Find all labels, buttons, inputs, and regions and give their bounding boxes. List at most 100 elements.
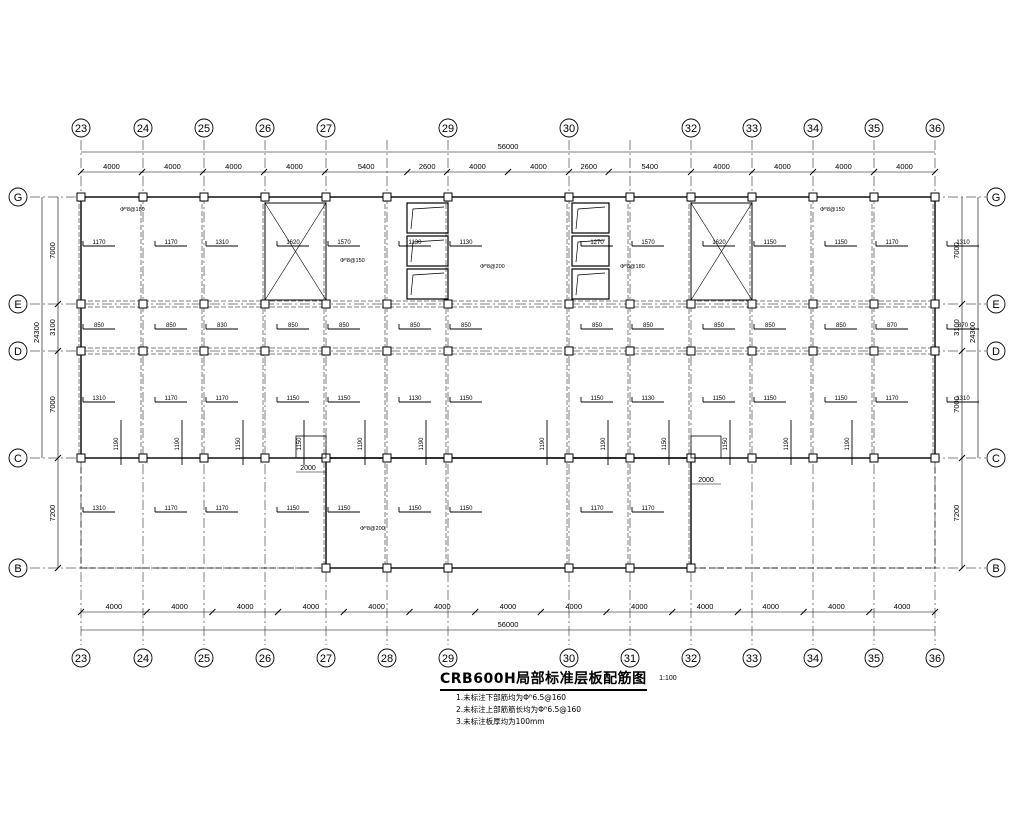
column-28-D bbox=[382, 346, 392, 356]
dim-bottom-spans-tick-3 bbox=[340, 608, 348, 616]
column-33-E bbox=[747, 299, 757, 309]
column-30-E bbox=[564, 299, 574, 309]
axis-top-34-circle bbox=[803, 118, 823, 138]
column-32-D bbox=[686, 346, 696, 356]
opening-dim-right: 2000 bbox=[698, 477, 714, 484]
shaft-opening-1 bbox=[264, 202, 327, 301]
rebar-upper-label-12: 1170 bbox=[886, 240, 900, 246]
axis-bottom-35-label: 35 bbox=[868, 653, 880, 665]
axis-bottom-29-label: 29 bbox=[442, 653, 454, 665]
rebar-upper-label-5: 1130 bbox=[409, 240, 423, 246]
dim-bottom-spans-tick-5 bbox=[471, 608, 479, 616]
dim-top-spans-tick-1 bbox=[199, 168, 207, 176]
rebar-vertical-label-3: 1150 bbox=[297, 437, 303, 451]
column-31-G bbox=[625, 192, 635, 202]
axis-bottom-36-label: 36 bbox=[929, 653, 941, 665]
rebar-middle-label-4: 850 bbox=[339, 323, 350, 329]
column-26-D bbox=[260, 346, 270, 356]
dim-left-spans-value-2: 7000 bbox=[48, 396, 57, 413]
note-1: 1.未标注下部筋均为Φᴿ6.5@160 bbox=[456, 693, 567, 702]
rebar-upper-label-10: 1150 bbox=[764, 240, 778, 246]
axis-right-G-label: G bbox=[992, 192, 1001, 204]
rebar-lower-label-2: 1170 bbox=[216, 396, 230, 402]
rebar-lower-label-8: 1130 bbox=[642, 396, 656, 402]
dim-bottom-spans-value-7: 4000 bbox=[565, 602, 582, 611]
slab-tag-0: Φᴿ8@180 bbox=[120, 206, 145, 213]
dim-bottom-spans-value-12: 4000 bbox=[894, 602, 911, 611]
drawing-scale: 1:100 bbox=[659, 675, 677, 683]
dim-bottom-spans-value-0: 4000 bbox=[106, 602, 123, 611]
axis-top-34-label: 34 bbox=[807, 123, 819, 135]
rebar-middle-label-2: 830 bbox=[217, 323, 228, 329]
dim-top-spans-value-1: 4000 bbox=[164, 162, 181, 171]
column-35-E bbox=[869, 299, 879, 309]
column-35-G bbox=[869, 192, 879, 202]
rebar-middle-label-10: 850 bbox=[765, 323, 776, 329]
dim-top-spans-value-4: 5400 bbox=[358, 162, 375, 171]
axis-bottom-33-label: 33 bbox=[746, 653, 758, 665]
axis-left-B-circle bbox=[8, 558, 28, 578]
axis-top-25-circle bbox=[194, 118, 214, 138]
dim-bottom-total: 56000 bbox=[498, 620, 519, 629]
rebar-lower-label-6: 1150 bbox=[460, 396, 474, 402]
dim-bottom-spans-tick-11 bbox=[865, 608, 873, 616]
stair-curve-1-3 bbox=[410, 272, 445, 296]
stair-curve-2-3 bbox=[575, 272, 606, 296]
rebar-middle-label-6: 850 bbox=[461, 323, 472, 329]
rebar-lower-label-1: 1170 bbox=[165, 396, 179, 402]
dim-bottom-spans-value-2: 4000 bbox=[237, 602, 254, 611]
axis-bottom-26-label: 26 bbox=[259, 653, 271, 665]
dim-left-spans-value-0: 7000 bbox=[48, 242, 57, 259]
stair-box-2-2 bbox=[571, 235, 610, 267]
column-29-B bbox=[443, 563, 453, 573]
dim-top-spans-tick-11 bbox=[809, 168, 817, 176]
dim-bottom-spans-tick-9 bbox=[734, 608, 742, 616]
axis-top-29-label: 29 bbox=[442, 123, 454, 135]
column-24-C bbox=[138, 453, 148, 463]
column-25-G bbox=[199, 192, 209, 202]
column-29-G bbox=[443, 192, 453, 202]
dim-top-spans-tick-9 bbox=[687, 168, 695, 176]
dim-right-spans-tick-2 bbox=[958, 454, 966, 462]
note-2: 2.未标注上部筋筋长均为Φᴿ6.5@160 bbox=[456, 705, 582, 714]
axis-top-35-label: 35 bbox=[868, 123, 880, 135]
axis-top-30-circle bbox=[559, 118, 579, 138]
rebar-lower-label-9: 1150 bbox=[713, 396, 727, 402]
column-36-E bbox=[930, 299, 940, 309]
axis-top-30-label: 30 bbox=[563, 123, 575, 135]
axis-top-33-circle bbox=[742, 118, 762, 138]
axis-left-E-label: E bbox=[14, 299, 21, 311]
note-3: 3.未标注板厚均为100mm bbox=[456, 717, 545, 726]
column-36-D bbox=[930, 346, 940, 356]
column-23-G bbox=[76, 192, 86, 202]
rebar-upper-label-8: 1570 bbox=[641, 240, 655, 246]
column-34-D bbox=[808, 346, 818, 356]
axis-right-D-circle bbox=[986, 341, 1006, 361]
axis-top-26-label: 26 bbox=[259, 123, 271, 135]
column-31-B bbox=[625, 563, 635, 573]
axis-top-27-circle bbox=[316, 118, 336, 138]
rebar-vertical-label-6: 1190 bbox=[540, 437, 546, 451]
dim-top-spans-tick-3 bbox=[321, 168, 329, 176]
small-opening-right bbox=[690, 435, 722, 459]
dim-bottom-spans-tick-8 bbox=[668, 608, 676, 616]
dim-top-spans-value-9: 5400 bbox=[641, 162, 658, 171]
rebar-upper-label-7: 1270 bbox=[590, 240, 604, 246]
column-24-G bbox=[138, 192, 148, 202]
axis-right-C-circle bbox=[986, 448, 1006, 468]
rebar-vertical-label-5: 1190 bbox=[419, 437, 425, 451]
column-31-E bbox=[625, 299, 635, 309]
column-26-E bbox=[260, 299, 270, 309]
dim-right-spans-value-1: 3100 bbox=[952, 319, 961, 336]
rebar-bottom-label-4: 1150 bbox=[338, 506, 352, 512]
axis-top-35-circle bbox=[864, 118, 884, 138]
dim-top-spans-tick-8 bbox=[605, 168, 613, 176]
rebar-middle-label-3: 850 bbox=[288, 323, 299, 329]
rebar-middle-label-0: 850 bbox=[94, 323, 105, 329]
column-33-G bbox=[747, 192, 757, 202]
dim-top-spans-tick-12 bbox=[870, 168, 878, 176]
dim-top-spans-value-8: 2600 bbox=[580, 162, 597, 171]
axis-top-23-circle bbox=[71, 118, 91, 138]
